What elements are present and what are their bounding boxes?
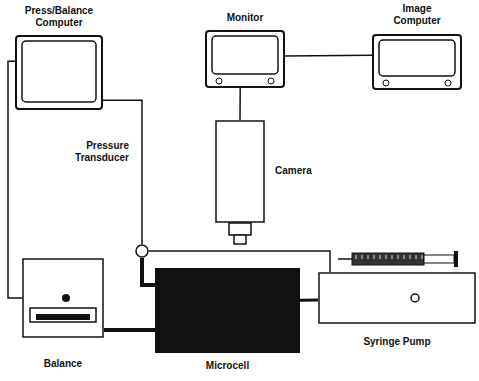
camera-body-outline [215,120,265,223]
part-label: Camera [275,165,312,177]
syringe-plunger [424,255,454,263]
syringe-pump: Syringe Pump [318,272,476,324]
part-label: Pressure Transducer [69,140,129,163]
balance: Balance [22,258,104,338]
microcell-outline [155,268,300,353]
connection-line [142,258,155,285]
connection-line [103,100,142,244]
connection-line [104,328,155,332]
part-label: Microcell [155,360,300,372]
part-label: Image Computer [387,3,447,26]
syringe-needle [338,258,352,260]
video-monitor: Monitor [205,30,285,88]
camera-lens-tip [234,235,246,244]
scale-tick [374,255,375,259]
scale-tick [404,255,405,259]
scale-tick [356,255,357,259]
scale-tick [410,255,411,259]
scale-tick [362,255,363,259]
syringe-scale [356,255,422,259]
part-label: Press/Balance Computer [11,5,107,28]
scale-tick [416,255,417,259]
scale-tick [422,255,423,259]
camera-body: Camera [215,120,265,223]
scale-tick [386,255,387,259]
scale-tick [368,255,369,259]
connection-line [285,55,372,57]
pressure-transducer-outline [135,244,149,258]
computer-monitor-outline [15,35,103,110]
microcell: Microcell [155,268,300,353]
camera-lens [229,223,251,235]
scale-tick [398,255,399,259]
part-label: Balance [22,358,104,370]
computer-monitor: Press/Balance Computer [15,35,103,110]
syringe-pump-outline [318,272,476,324]
pressure-transducer: Pressure Transducer [135,244,149,258]
part-label: Syringe Pump [347,336,447,348]
image-computer: Image Computer [372,34,462,90]
connection-line [239,88,241,120]
scale-tick [380,255,381,259]
scale-tick [392,255,393,259]
syringe-barrel [352,253,424,265]
balance-outline [22,258,104,338]
syringe-plunger-head [454,251,458,267]
part-label: Monitor [205,12,285,24]
image-computer-outline [372,34,462,90]
connection-line [300,299,318,302]
video-monitor-outline [205,30,285,88]
